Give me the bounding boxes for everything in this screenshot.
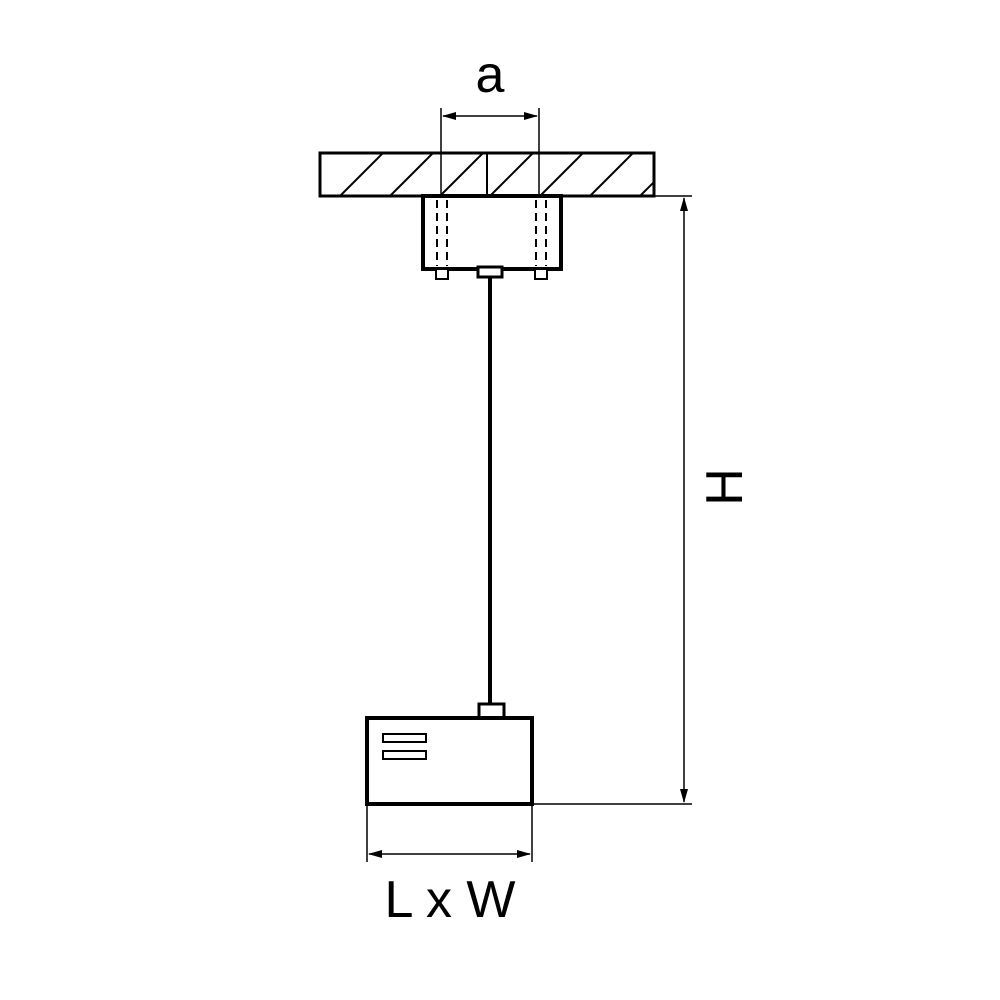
ceiling-canopy xyxy=(421,194,563,280)
dimension-a-label: a xyxy=(476,46,505,104)
ceiling-slab xyxy=(318,151,656,198)
mounting-screw-hidden-lines xyxy=(436,200,547,266)
cable-connector-bottom xyxy=(477,702,506,720)
dimension-length-width-label: L x W xyxy=(385,871,516,929)
dimension-length-width xyxy=(366,804,533,862)
dimension-a xyxy=(440,108,540,196)
vent-slot-top xyxy=(382,733,427,743)
screw-head-right xyxy=(534,268,548,280)
dimension-height xyxy=(532,195,692,805)
cable-connector-top xyxy=(476,265,504,279)
vent-slot-bottom xyxy=(382,750,427,760)
screw-head-left xyxy=(435,268,449,280)
lamp-head xyxy=(365,702,534,806)
dimension-height-label: H xyxy=(696,468,754,506)
